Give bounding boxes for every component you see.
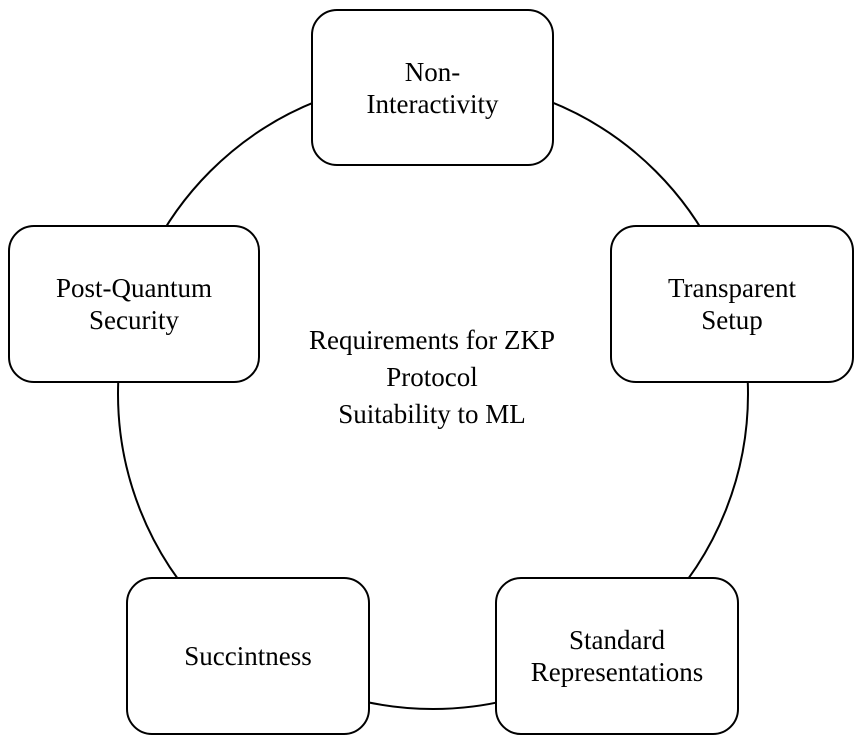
diagram-center-title: Requirements for ZKP Protocol Suitabilit… (309, 325, 555, 429)
node-non-interactivity: Non- Interactivity (311, 9, 554, 166)
node-label-post-quantum-security: Post-Quantum Security (55, 273, 212, 335)
node-label-standard-representations: Standard Representations (530, 625, 704, 687)
node-label-transparent-setup: Transparent Setup (668, 273, 796, 335)
node-standard-representations: Standard Representations (495, 577, 739, 735)
node-label-non-interactivity: Non- Interactivity (366, 56, 499, 119)
node-post-quantum-security: Post-Quantum Security (8, 225, 260, 383)
node-succinctness: Succintness (126, 577, 370, 735)
node-label-succinctness: Succintness (184, 641, 312, 671)
node-transparent-setup: Transparent Setup (610, 225, 854, 383)
